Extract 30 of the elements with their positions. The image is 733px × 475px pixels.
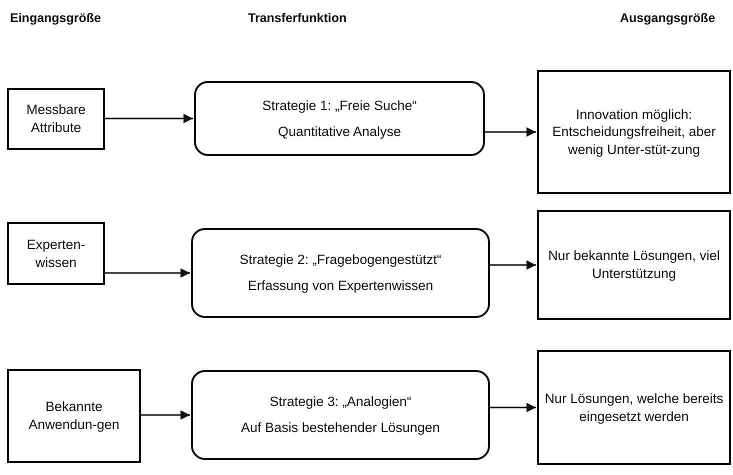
- column-heading: Transferfunktion: [248, 11, 347, 25]
- node-text: Strategie 3: „Analogien“: [268, 393, 412, 411]
- node-text: Nur bekannte Lösungen, viel Unterstützung: [547, 247, 721, 283]
- process-box: [191, 228, 490, 318]
- node-text: Strategie 2: „Fragebogengestützt“: [238, 251, 442, 269]
- arrow: [141, 410, 190, 420]
- column-heading: Ausgangsgröße: [620, 11, 716, 25]
- text-box: [7, 369, 141, 463]
- arrow: [490, 402, 536, 412]
- text-box: [7, 222, 105, 285]
- node-text: Strategie 1: „Freie Suche“: [261, 96, 418, 114]
- node-text: Experten-wissen: [26, 236, 86, 272]
- text-box: [537, 210, 731, 320]
- arrow: [105, 114, 193, 124]
- text-box: [7, 88, 105, 150]
- node-text: Quantitative Analyse: [276, 122, 402, 140]
- node-text: Bekannte Anwendun-gen: [28, 398, 120, 434]
- arrow: [485, 127, 536, 137]
- process-box: [191, 370, 490, 460]
- column-heading: Eingangsgröße: [10, 11, 101, 25]
- process-box: [194, 81, 485, 156]
- arrow: [105, 268, 190, 278]
- text-box: [537, 70, 731, 194]
- text-box: [537, 350, 731, 465]
- node-text: Messbare Attribute: [25, 101, 87, 137]
- node-text: Innovation möglich: Entscheidungsfreiheit, aber wenig Unter-stüt-zung: [551, 106, 717, 158]
- node-text: Nur Lösungen, welche bereits eingesetzt werden: [544, 390, 724, 426]
- node-text: Erfassung von Expertenwissen: [246, 277, 434, 295]
- arrow: [490, 260, 536, 270]
- node-text: Auf Basis bestehender Lösungen: [240, 419, 441, 437]
